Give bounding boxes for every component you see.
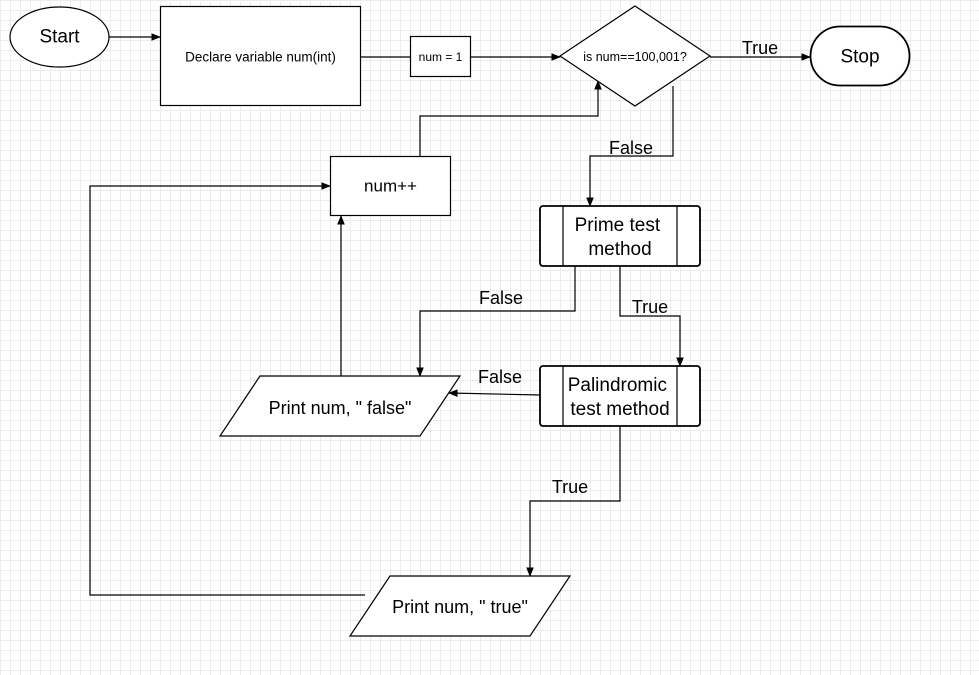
- prime-test-label-line1: Prime test: [575, 215, 661, 236]
- edge-decision-prime: [586, 86, 674, 207]
- decision-diamond: [558, 5, 712, 107]
- edge-label-decision-false: False: [609, 138, 653, 158]
- edge-label-prime-true: True: [632, 297, 668, 317]
- edge-label-palin-true: True: [552, 477, 588, 497]
- start-terminal: [9, 6, 110, 68]
- edge-label-prime-false: False: [479, 288, 523, 308]
- increment-process: [329, 155, 452, 217]
- start-label: Start: [39, 27, 80, 48]
- palindromic-test-label-line1: Palindromic: [568, 375, 667, 396]
- decision-label: is num==100,001?: [583, 50, 687, 64]
- edge-prime-printfalse: [416, 266, 576, 377]
- palindromic-test-label-line2: test method: [570, 399, 669, 420]
- edge-label-palin-false: False: [478, 367, 522, 387]
- stop-label: Stop: [840, 47, 879, 68]
- print-false-io: [218, 375, 462, 437]
- print-false-label: Print num, " false": [269, 398, 412, 418]
- declare-process: [159, 5, 362, 107]
- edge-palin-printfalse: [448, 389, 541, 398]
- increment-label: num++: [364, 177, 417, 196]
- edge-increment-decision: [419, 80, 602, 156]
- prime-test-subprocess: [539, 205, 701, 267]
- palindromic-test-label: Palindromic test method: [568, 375, 673, 420]
- stop-terminal: [809, 25, 911, 87]
- print-true-io: [348, 575, 572, 637]
- palindromic-test-subprocess: [539, 365, 701, 427]
- edge-prime-palin: [619, 266, 684, 367]
- prime-test-label-line2: method: [588, 239, 651, 260]
- edge-label-decision-true: True: [742, 38, 778, 58]
- init-process: [409, 35, 472, 78]
- declare-label: Declare variable num(int): [185, 50, 336, 65]
- prime-test-label: Prime test method: [575, 215, 666, 260]
- edge-palin-printtrue: [526, 426, 621, 577]
- edge-printtrue-increment: [89, 182, 365, 596]
- print-true-label: Print num, " true": [392, 597, 528, 617]
- init-label: num = 1: [419, 50, 463, 64]
